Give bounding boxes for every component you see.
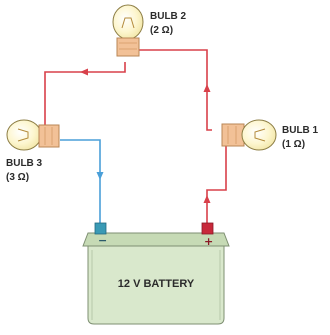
negative-terminal [94,222,107,235]
battery-label: 12 V BATTERY [118,278,195,290]
arrow-up-icon [203,195,211,203]
bulb-1 [221,119,277,151]
positive-terminal [201,222,214,235]
bulb-2-glass [112,4,144,40]
arrow-up-icon [203,84,211,92]
bulb-3-glass [6,119,42,151]
arrow-left-icon [80,68,88,76]
negative-wire [60,139,101,225]
bulb-1-socket [221,123,245,147]
bulb-2-name: BULB 2 [150,11,187,22]
bulb-3-name: BULB 3 [6,158,43,169]
bulb-2-resistance: (2 Ω) [150,25,173,36]
battery-body [87,245,225,325]
bulb-2 [112,4,144,57]
bulb-1-glass [241,119,277,151]
bulb-3 [6,119,60,151]
bulb-3-socket [38,124,60,148]
bulb-1-resistance: (1 Ω) [282,139,305,150]
positive-sign: + [204,235,213,248]
arrow-down-icon [96,172,104,180]
bulb-3-resistance: (3 Ω) [6,172,29,183]
negative-sign: − [98,234,107,247]
battery: − + 12 V BATTERY [82,222,230,325]
bulb-1-name: BULB 1 [282,125,319,136]
positive-wire [44,48,227,225]
bulb-2-socket [116,37,140,57]
